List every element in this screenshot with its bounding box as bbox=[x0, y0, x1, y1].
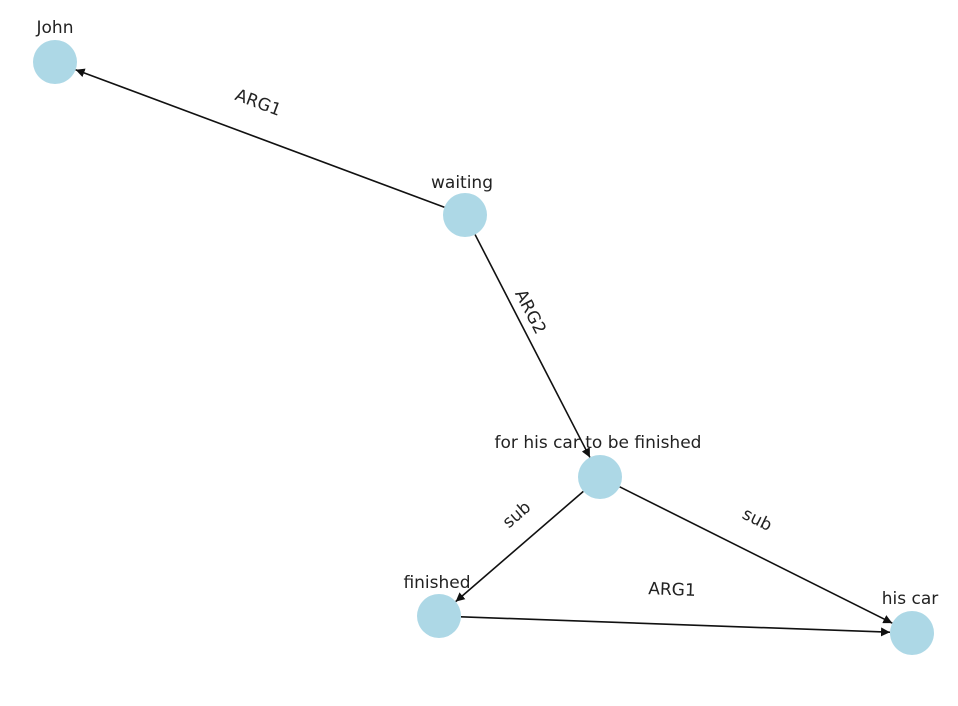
edge-label-finished-hiscar: ARG1 bbox=[648, 579, 696, 601]
edge-label-background bbox=[509, 286, 551, 338]
node-label-waiting: waiting bbox=[431, 173, 493, 193]
node-john bbox=[33, 40, 77, 84]
edge-label-background bbox=[735, 502, 779, 538]
edge-finished-hiscar bbox=[460, 615, 891, 637]
edge-label-background bbox=[648, 578, 696, 602]
edge-label-background bbox=[232, 84, 284, 122]
node-finished bbox=[417, 594, 461, 638]
node-label-john: John bbox=[36, 18, 74, 38]
edge-for-hiscar bbox=[619, 486, 893, 624]
edge-label-group-for-hiscar: sub bbox=[735, 502, 779, 538]
node-label-hiscar: his car bbox=[882, 589, 939, 609]
edge-label-group-waiting-john: ARG1 bbox=[232, 84, 284, 122]
edge-waiting-for bbox=[474, 234, 591, 458]
edge-for-finished bbox=[455, 490, 584, 603]
edge-label-group-for-finished: sub bbox=[496, 494, 538, 536]
node-waiting bbox=[443, 193, 487, 237]
nodes-layer: John waiting for his car to be finished fin… bbox=[33, 18, 938, 655]
edge-label-group-finished-hiscar: ARG1 bbox=[648, 578, 696, 602]
edge-label-waiting-for: ARG2 bbox=[510, 286, 550, 337]
edge-waiting-john bbox=[75, 68, 445, 209]
edge-label-background bbox=[496, 494, 538, 536]
node-label-finished: finished bbox=[403, 573, 470, 593]
node-label-for: for his car to be finished bbox=[495, 433, 702, 453]
node-for bbox=[578, 455, 622, 499]
node-hiscar bbox=[890, 611, 934, 655]
edge-label-waiting-john: ARG1 bbox=[232, 85, 283, 120]
